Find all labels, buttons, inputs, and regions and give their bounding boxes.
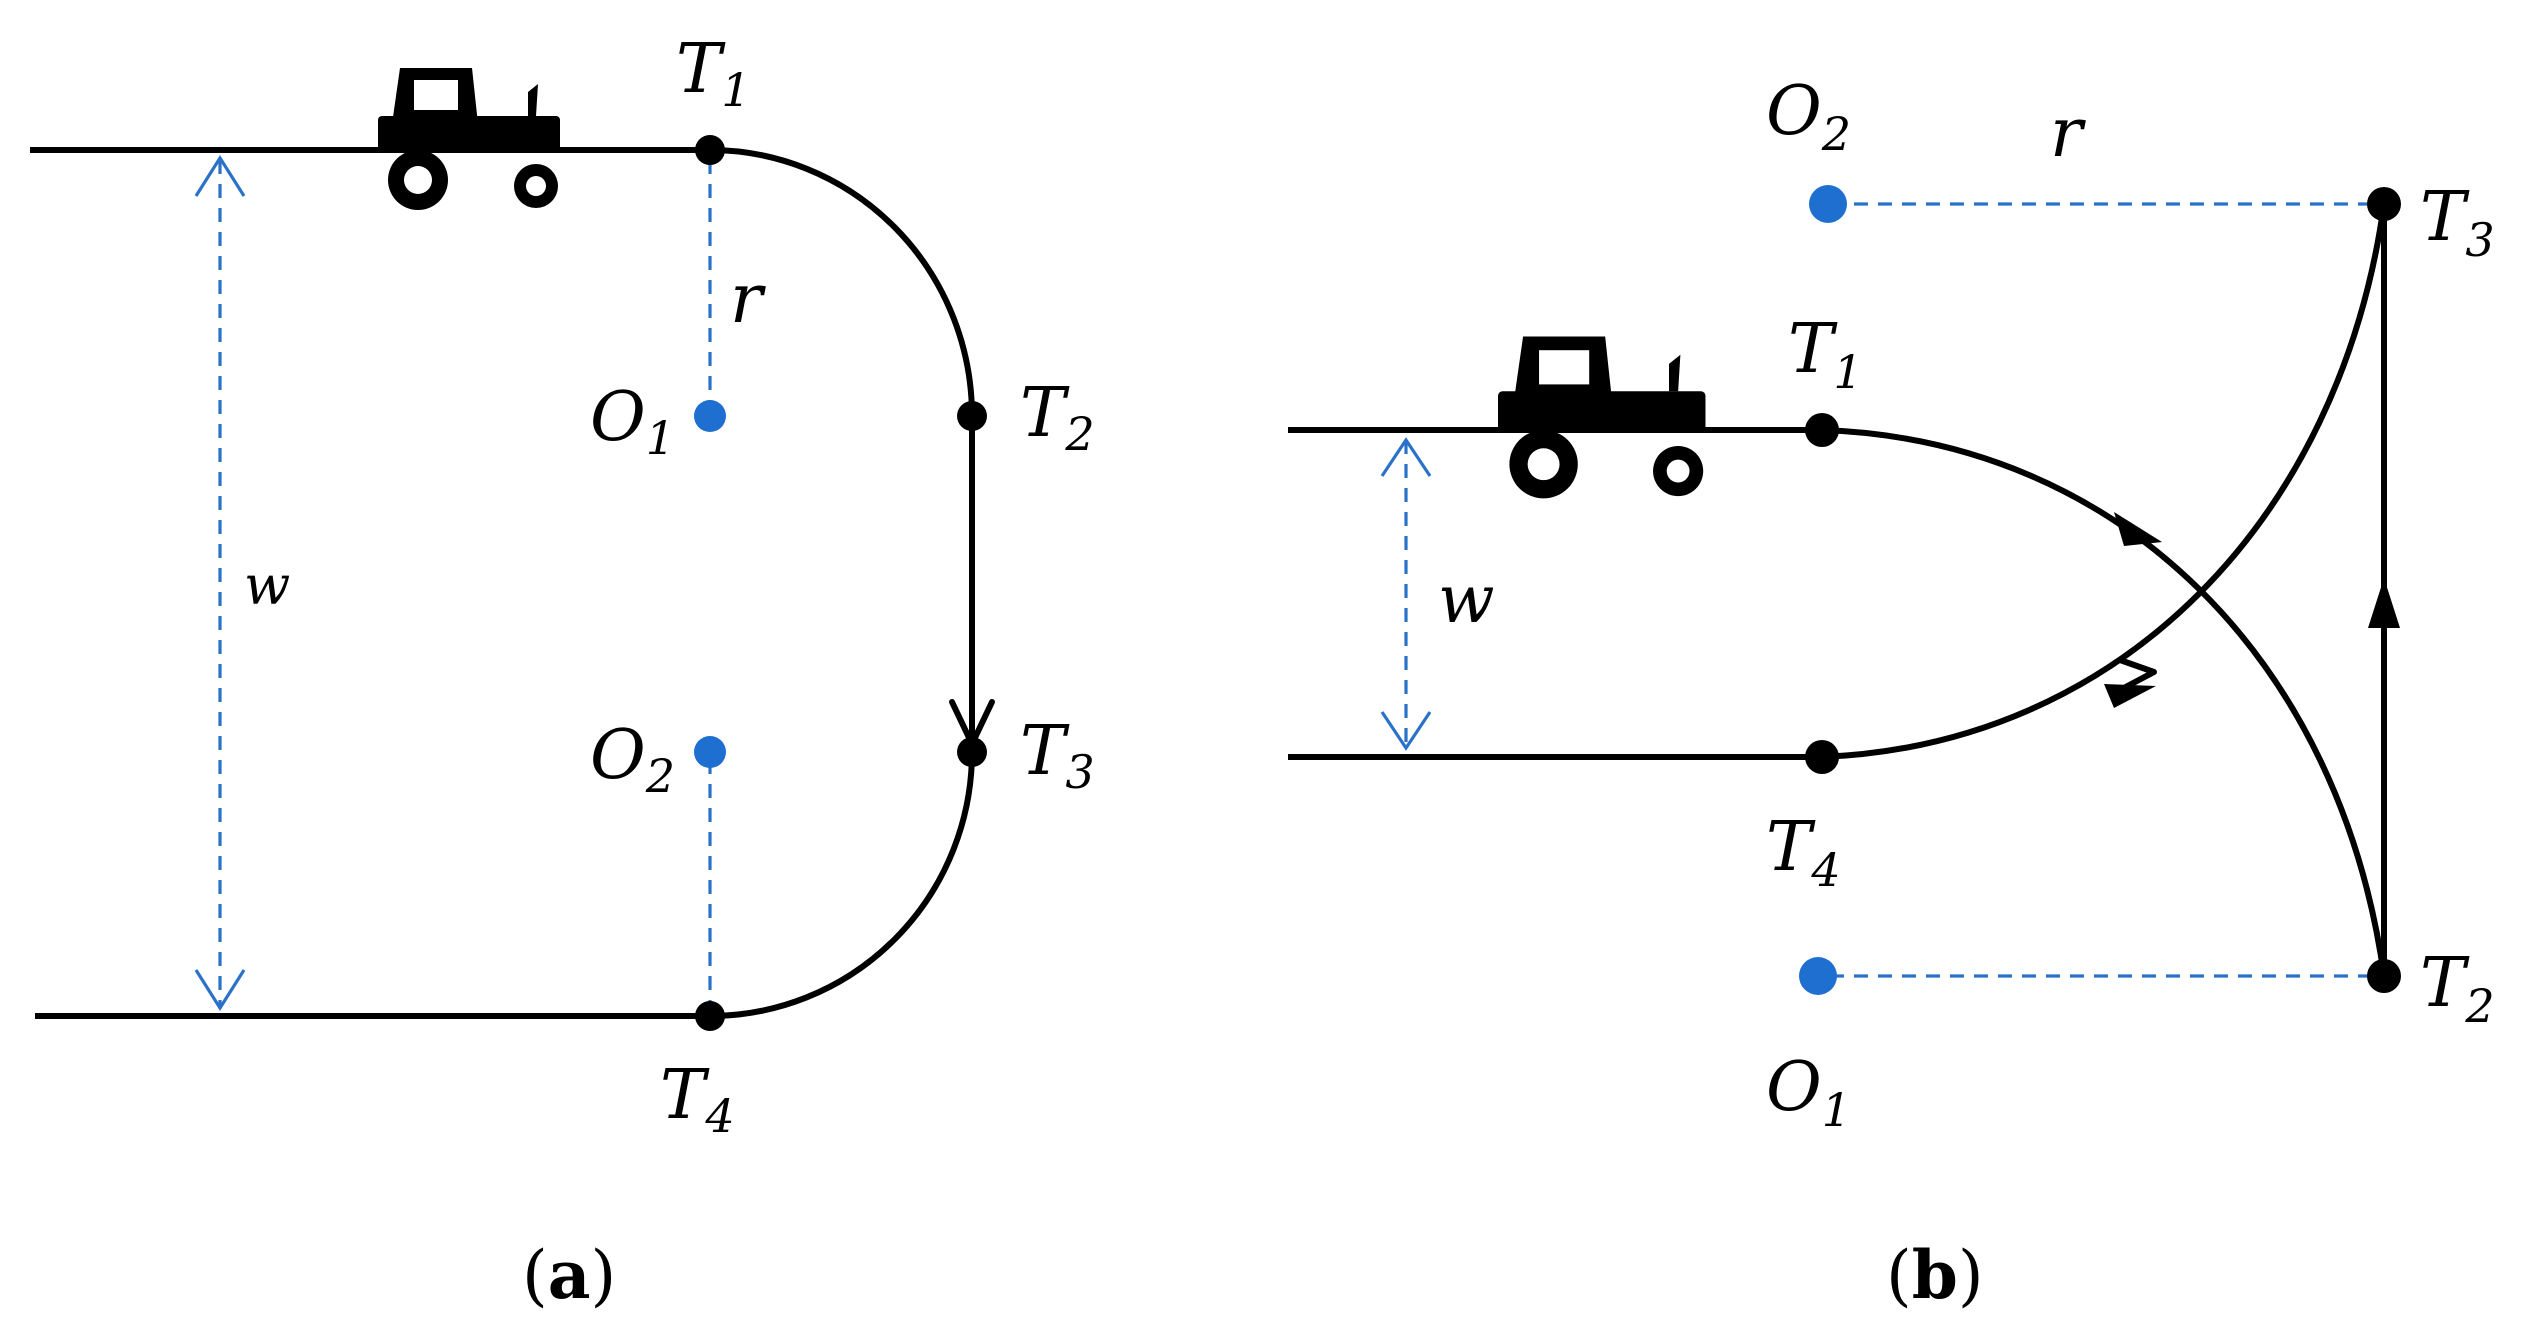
b-point-t1 xyxy=(1805,413,1839,447)
a-width-arrow-top xyxy=(194,155,246,197)
a-arc-t1-t2 xyxy=(707,147,975,419)
a-label-t1: T1 xyxy=(676,30,751,117)
a-center-o1 xyxy=(694,400,726,432)
b-point-t3 xyxy=(2367,187,2401,221)
b-arrow-vertical xyxy=(2368,578,2400,628)
b-arrow-arc-1 xyxy=(2114,512,2162,546)
b-label-t2: T2 xyxy=(2420,944,2495,1033)
b-width-arrow-bottom xyxy=(1380,711,1432,751)
b-label-w: w xyxy=(1438,561,1495,638)
a-label-r: r xyxy=(730,260,766,339)
a-label-t4: T4 xyxy=(660,1056,735,1143)
a-point-t2 xyxy=(957,401,987,431)
a-width-arrow-bottom xyxy=(194,969,246,1011)
b-label-r: r xyxy=(2050,94,2086,173)
b-label-t4: T4 xyxy=(1766,808,1841,897)
b-label-t1: T1 xyxy=(1788,310,1863,399)
b-center-o2 xyxy=(1809,185,1847,223)
a-center-o2 xyxy=(694,736,726,768)
a-label-o2: O2 xyxy=(590,716,675,803)
a-caption: (a) xyxy=(522,1236,616,1314)
a-point-t4 xyxy=(695,1001,725,1031)
a-label-t3: T3 xyxy=(1020,712,1095,799)
a-label-w: w xyxy=(244,554,290,617)
b-label-o2: O2 xyxy=(1766,72,1851,161)
a-label-o1: O1 xyxy=(590,378,675,465)
b-center-o1 xyxy=(1799,957,1837,995)
b-label-t3: T3 xyxy=(2420,178,2495,267)
b-arrow-arc-2 xyxy=(2117,657,2157,693)
a-label-t2: T2 xyxy=(1020,374,1095,461)
tractor-icon xyxy=(378,68,560,210)
b-width-arrow-top xyxy=(1380,437,1432,477)
a-arc-t3-t4 xyxy=(707,749,975,1019)
b-point-t2 xyxy=(2367,959,2401,993)
b-arc-t1-t2 xyxy=(1819,427,2387,979)
b-caption: (b) xyxy=(1886,1236,1984,1314)
panel-a: T1 T2 T3 T4 O1 O2 r w (a) xyxy=(30,30,1095,1314)
a-point-t3 xyxy=(957,737,987,767)
b-arrow-arc-3 xyxy=(2104,684,2156,708)
tractor-icon xyxy=(1498,336,1706,499)
a-point-t1 xyxy=(695,135,725,165)
panel-b: T1 T2 T3 T4 O1 O2 r w (b) xyxy=(1288,72,2495,1314)
b-arc-t3-t4 xyxy=(1819,201,2387,760)
b-point-t4 xyxy=(1805,740,1839,774)
b-label-o1: O1 xyxy=(1766,1048,1851,1137)
